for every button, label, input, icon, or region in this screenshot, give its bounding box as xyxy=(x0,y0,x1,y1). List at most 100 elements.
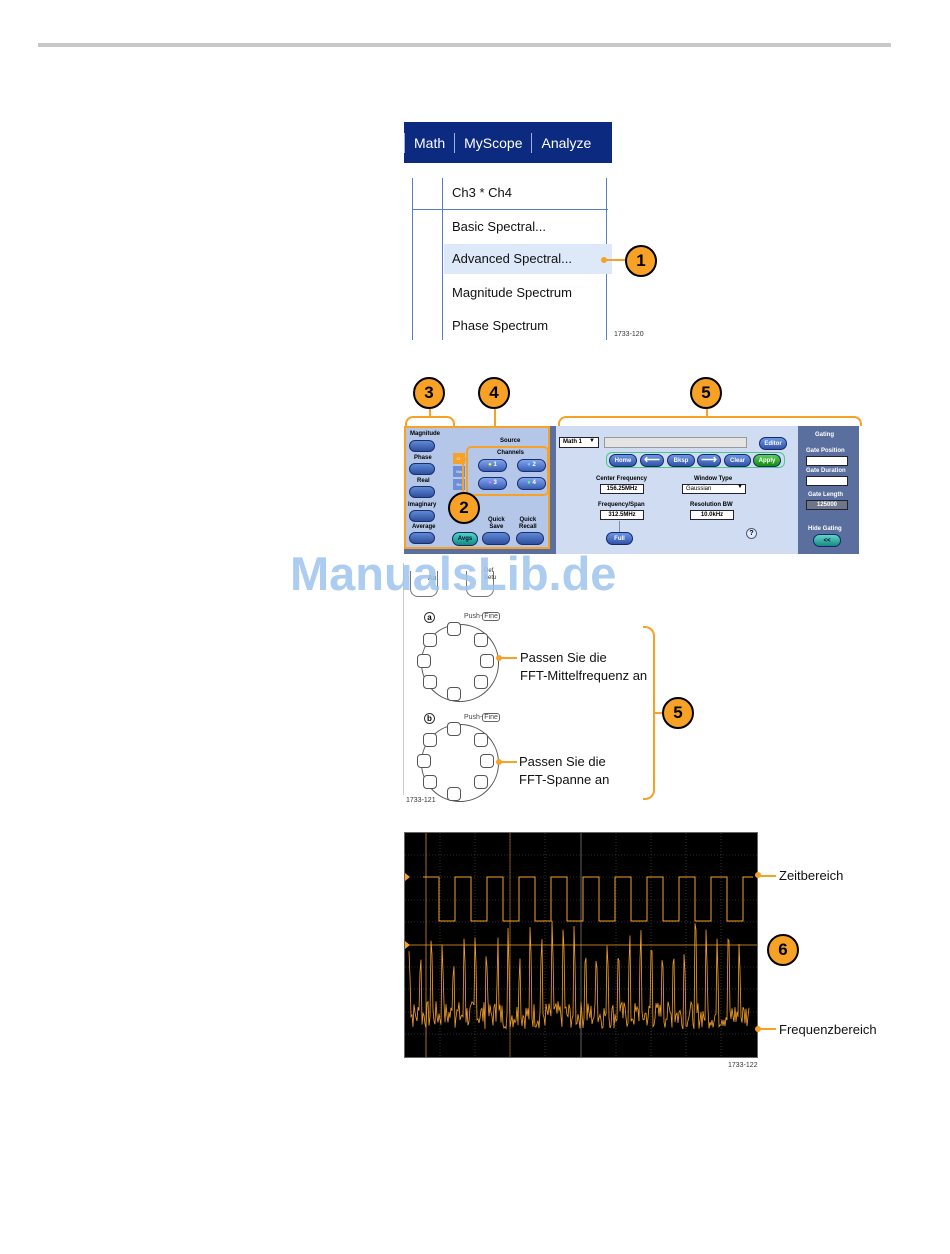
menu-item-phase-spectrum[interactable]: Phase Spectrum xyxy=(452,318,549,333)
gate-length-label: Gate Length xyxy=(808,492,844,498)
menu-gutter-line xyxy=(442,178,443,340)
magnitude-button[interactable] xyxy=(409,440,435,452)
hide-gating-button[interactable]: << xyxy=(813,534,841,547)
gate-duration-label: Gate Duration xyxy=(806,468,846,474)
menu-separator xyxy=(412,209,608,210)
ch4-dot: ● xyxy=(527,480,531,486)
channel-3-button[interactable]: ● 3 xyxy=(478,477,507,490)
page-top-rule xyxy=(38,43,891,47)
zeitbereich-leader xyxy=(758,875,776,877)
autoset-button[interactable] xyxy=(410,571,438,597)
phase-label: Phase xyxy=(414,455,432,461)
zeitbereich-anchor xyxy=(755,872,761,878)
note-b-line-2: FFT-Spanne an xyxy=(519,772,610,787)
callout-4: 4 xyxy=(478,377,510,409)
chevron-down-icon[interactable]: ▼ xyxy=(589,438,595,444)
multipurpose-knob-b[interactable] xyxy=(417,722,499,802)
resolution-bw-field[interactable]: 10.0kHz xyxy=(690,510,734,520)
left-arrow-icon[interactable]: ⟵ xyxy=(640,454,664,467)
frequency-span-field[interactable]: 312.5MHz xyxy=(600,510,644,520)
bksp-button[interactable]: Bksp xyxy=(667,454,695,467)
knob-a-grip xyxy=(474,675,488,689)
quick-recall-button[interactable] xyxy=(516,532,544,545)
ch3-dot: ● xyxy=(488,480,492,486)
gating-title: Gating xyxy=(815,432,834,438)
menu-myscope[interactable]: MyScope xyxy=(454,132,531,153)
fft-left-panel: Magnitude Phase Real Imaginary Average S… xyxy=(404,426,550,549)
menu-item-ch3-ch4[interactable]: Ch3 * Ch4 xyxy=(452,185,512,200)
brace-5 xyxy=(558,416,862,426)
window-type-select[interactable]: Gaussian xyxy=(682,484,746,494)
channel-2-button[interactable]: ● 2 xyxy=(517,459,546,472)
average-label: Average xyxy=(412,524,436,530)
imaginary-button[interactable] xyxy=(409,510,435,522)
quick-save-button[interactable] xyxy=(482,532,510,545)
watermark: ManualsLib.de xyxy=(290,547,617,600)
label-zeitbereich: Zeitbereich xyxy=(779,868,844,883)
note-a-line-1: Passen Sie die xyxy=(520,650,607,665)
menu-item-basic-spectral[interactable]: Basic Spectral... xyxy=(452,219,546,234)
frequency-span-label: Frequency/Span xyxy=(598,502,645,508)
math-expression-field[interactable] xyxy=(604,437,747,448)
math-dropdown-menu: Ch3 * Ch4 Basic Spectral... Advanced Spe… xyxy=(404,178,612,340)
knob-b-grip xyxy=(423,733,437,747)
knob-b-letter: b xyxy=(424,713,435,724)
real-button[interactable] xyxy=(409,486,435,498)
knob-a-grip xyxy=(474,633,488,647)
knob-b-grip xyxy=(447,787,461,801)
clear-button[interactable]: Clear xyxy=(724,454,751,467)
menu-item-magnitude-spectrum[interactable]: Magnitude Spectrum xyxy=(452,285,572,300)
source-math-tab[interactable]: Ma xyxy=(453,466,465,477)
menu-item-advanced-spectral[interactable]: Advanced Spectral... xyxy=(444,244,612,274)
callout-2: 2 xyxy=(448,492,480,524)
editor-button[interactable]: Editor xyxy=(759,437,787,450)
source-ch-tab[interactable]: Ch xyxy=(453,453,465,464)
channel-4-button[interactable]: ● 4 xyxy=(517,477,546,490)
knob-a-grip xyxy=(447,622,461,636)
window-type-chevron-icon[interactable]: ▼ xyxy=(737,484,743,490)
menu-border-left xyxy=(412,178,413,340)
callout-6: 6 xyxy=(767,934,799,966)
hide-gating-label: Hide Gating xyxy=(808,526,842,532)
channel-1-button[interactable]: ● 1 xyxy=(478,459,507,472)
callout-5-right-leader xyxy=(653,712,662,714)
knob-b-grip xyxy=(417,754,431,768)
knob-a-grip xyxy=(423,675,437,689)
help-icon[interactable]: ? xyxy=(746,528,757,539)
knob-b-leader xyxy=(499,761,517,763)
right-arrow-icon[interactable]: ⟶ xyxy=(697,454,721,467)
average-button[interactable] xyxy=(409,532,435,544)
gate-duration-field[interactable]: 200ps xyxy=(806,476,848,486)
multipurpose-knob-a[interactable] xyxy=(417,622,499,702)
math-select[interactable]: Math 1 xyxy=(559,437,599,448)
center-frequency-field[interactable]: 156.25MHz xyxy=(600,484,644,494)
default-setup-button[interactable] xyxy=(466,571,494,597)
full-button[interactable]: Full xyxy=(606,532,633,545)
knob-b-grip xyxy=(474,775,488,789)
source-ref-tab[interactable]: Re xyxy=(453,479,465,490)
window-type-label: Window Type xyxy=(694,476,733,482)
full-connector xyxy=(619,521,620,533)
knob-a-push: Push-Fine xyxy=(464,612,500,621)
knob-a-grip xyxy=(480,654,494,668)
resolution-bw-label: Resolution BW xyxy=(690,502,733,508)
callout-4-stem xyxy=(494,409,496,437)
apply-button[interactable]: Apply xyxy=(753,454,781,467)
knob-a-grip xyxy=(423,633,437,647)
ch1-label: 1 xyxy=(493,462,497,468)
note-a-line-2: FFT-Mittelfrequenz an xyxy=(520,668,648,683)
avgs-button[interactable]: Avgs xyxy=(452,532,478,546)
ch2-label: 2 xyxy=(532,462,536,468)
callout-5-right: 5 xyxy=(662,697,694,729)
editor-toolbar xyxy=(606,452,785,468)
quick-recall-label: Quick Recall xyxy=(519,517,537,530)
gate-position-field[interactable]: 0.0s xyxy=(806,456,848,466)
menu-analyze[interactable]: Analyze xyxy=(531,132,600,153)
home-button[interactable]: Home xyxy=(609,454,637,467)
menu-math[interactable]: Math xyxy=(404,132,454,153)
phase-button[interactable] xyxy=(409,463,435,475)
knob-b-grip xyxy=(447,722,461,736)
real-label: Real xyxy=(417,478,430,484)
quick-save-label: Quick Save xyxy=(488,517,505,530)
ch2-dot: ● xyxy=(527,462,531,468)
